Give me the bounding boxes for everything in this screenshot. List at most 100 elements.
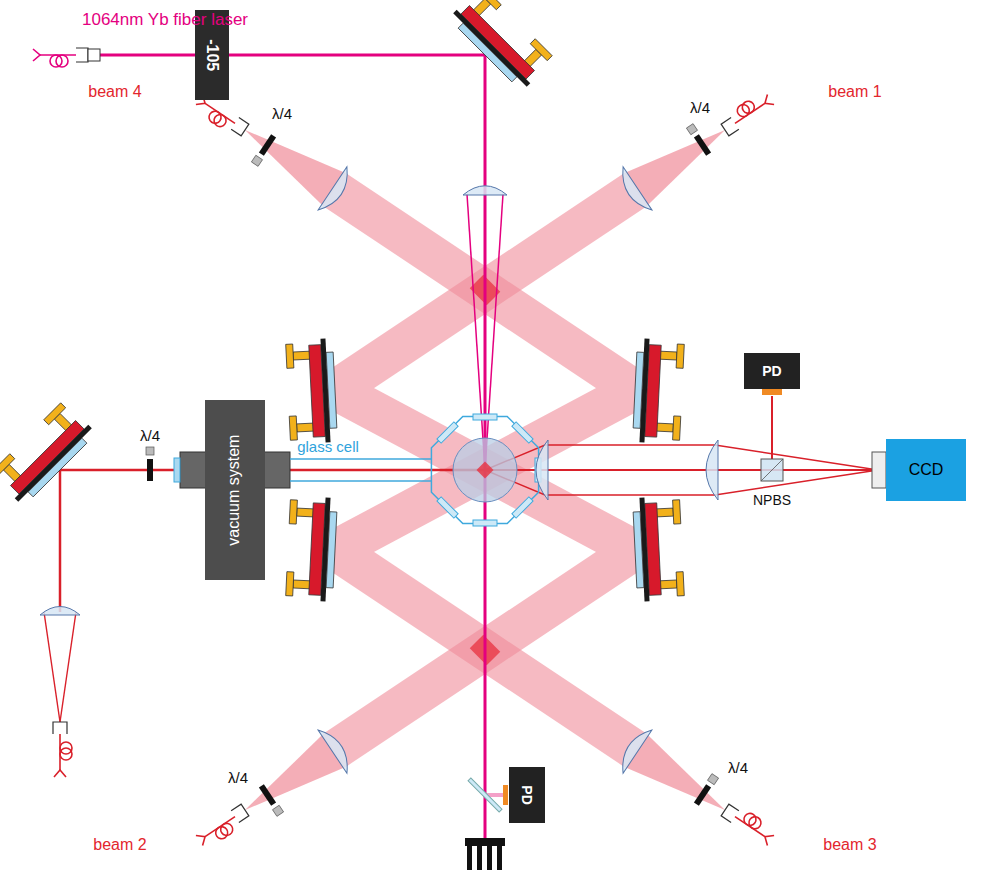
waveplate-holder [146, 447, 154, 455]
mount-plate [453, 10, 530, 87]
waveplate-body [694, 134, 711, 156]
cell-window [437, 497, 458, 518]
adjuster-knob [289, 416, 297, 440]
waveplate-body [694, 784, 711, 806]
pd-beam [771, 396, 773, 459]
adjuster-knob [286, 572, 294, 596]
mirror [633, 352, 644, 428]
waveplate [693, 774, 719, 807]
fiber-coil [747, 814, 764, 831]
adjuster-screw [297, 508, 314, 517]
adjuster-knob [0, 454, 15, 476]
photodiode: PD [744, 353, 800, 389]
adjuster-knob [673, 500, 681, 524]
waveplate-holder [686, 124, 697, 135]
adjuster-knob [673, 416, 681, 440]
imaging-cone [60, 612, 76, 722]
mirror-mount [632, 496, 684, 602]
fiber-end [54, 770, 66, 777]
fiber-coil [207, 109, 224, 126]
npbs-diagonal [761, 459, 783, 481]
ccd-camera: CCD [886, 439, 966, 501]
lens-shape [614, 167, 652, 216]
lens-shape [318, 167, 356, 216]
fiber-connector [76, 48, 88, 62]
fiber-end [762, 94, 774, 108]
adjuster-screw [656, 508, 673, 517]
photodiode-sensor [503, 785, 508, 805]
adjuster-knob [44, 403, 66, 425]
viewport [174, 458, 180, 482]
fiber-connector [53, 722, 67, 734]
mirror [326, 512, 337, 588]
lens [318, 167, 356, 216]
waveplate-body [259, 134, 276, 156]
mirror-mount [286, 338, 338, 444]
pickoff-plate [468, 778, 502, 812]
adjuster-screw [660, 580, 677, 589]
adjuster-screw [293, 580, 310, 589]
waveplate-body [259, 784, 276, 806]
mount-plate [15, 425, 92, 502]
optics [0, 0, 886, 870]
fiber-connector [721, 118, 739, 136]
heatsink-fin [477, 846, 482, 870]
cell-window [473, 520, 497, 526]
lens-shape [318, 724, 356, 773]
part-label: beam 2 [93, 836, 146, 854]
fiber-connector [231, 118, 249, 136]
part-label: beam 3 [823, 836, 876, 854]
fiber [33, 48, 88, 67]
fiber [53, 722, 72, 777]
part-label: λ/4 [728, 759, 748, 776]
camera-window [872, 452, 886, 488]
fiber-end [196, 832, 208, 846]
fiber-connector [721, 804, 739, 822]
adjuster-knob [676, 572, 684, 596]
cell-window [512, 497, 533, 518]
mirror [326, 352, 337, 428]
adjuster-knob [289, 500, 297, 524]
part-label: glass cell [297, 438, 359, 455]
waveplate [146, 447, 154, 481]
part-label: λ/4 [690, 99, 710, 116]
part-label: beam 1 [828, 83, 881, 101]
cell-window [473, 414, 497, 420]
imaging-cone [44, 612, 60, 722]
fiber-end [33, 49, 40, 61]
waveplate-body [147, 459, 153, 481]
fiber-connector [231, 804, 249, 822]
waveplate [258, 784, 284, 817]
heatsink-fin [487, 846, 492, 870]
lens-shape [463, 186, 507, 195]
fiber [718, 90, 774, 136]
waveplate [251, 134, 277, 167]
node-text: vacuum system [226, 434, 244, 545]
fiber [721, 800, 777, 846]
lens [463, 186, 507, 195]
vacuum-chamber: vacuum system [205, 400, 265, 580]
waveplate [686, 124, 712, 157]
npbs-cube [761, 459, 783, 481]
collimator [88, 49, 100, 61]
lens-shape [536, 440, 548, 500]
dipole-focus [485, 194, 503, 470]
part-label: λ/4 [228, 769, 248, 786]
part-label: λ/4 [272, 105, 292, 122]
adjuster-knob [286, 344, 294, 368]
fiber-end [762, 832, 774, 846]
node-text: CCD [909, 461, 944, 479]
glass-cell-arm [290, 458, 432, 460]
waveplate-holder [272, 805, 283, 816]
lens [614, 167, 652, 216]
glass-cell [431, 416, 538, 523]
cell-window [437, 422, 458, 443]
adjuster-screw [297, 423, 314, 432]
fiber-coil [213, 824, 230, 841]
photodiode-sensor [762, 389, 782, 395]
mirror [458, 23, 517, 82]
lens [318, 724, 356, 773]
part-label: NPBS [753, 492, 791, 508]
imaging-beam [59, 470, 62, 612]
